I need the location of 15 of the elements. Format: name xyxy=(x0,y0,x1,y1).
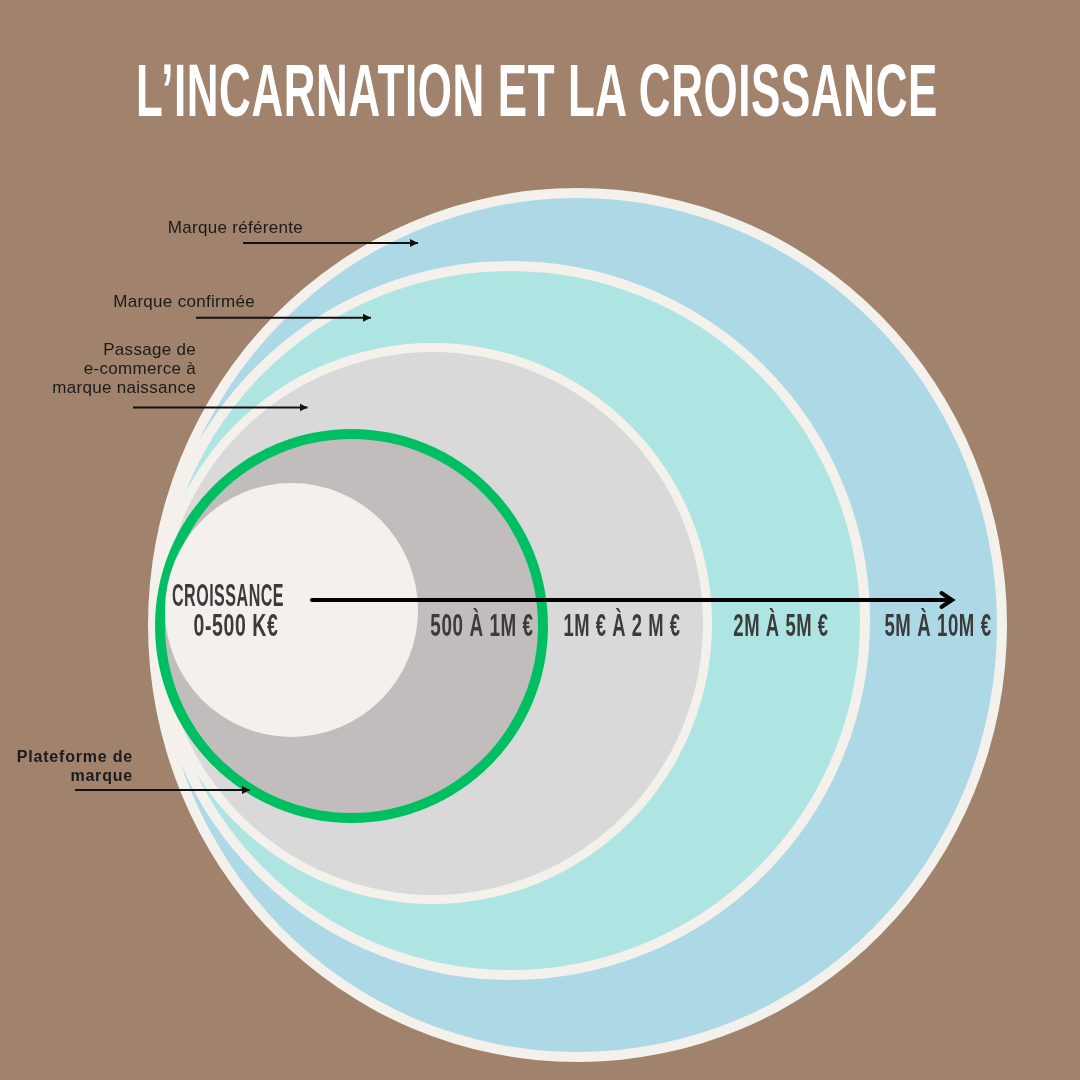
page-title: L’INCARNATION ET LA CROISSANCE xyxy=(136,52,938,127)
stage-label: Marque confirmée xyxy=(113,291,255,318)
leader-arrow xyxy=(132,403,309,412)
stage-label: Passage de e-commerce à marque naissance xyxy=(41,340,196,408)
range-label: 5M À 10M € xyxy=(884,608,992,641)
leader-arrow xyxy=(195,313,372,322)
range-label: 1M € À 2 M € xyxy=(563,608,680,641)
leader-arrow xyxy=(74,786,251,794)
range-label: 0-500 K€ xyxy=(193,609,279,641)
range-label: 2M À 5M € xyxy=(733,608,829,641)
range-label: 500 À 1M € xyxy=(429,608,534,641)
axis-label: CROISSANCE xyxy=(171,578,284,611)
leader-arrow xyxy=(242,239,419,247)
stage-label: Marque référente xyxy=(167,217,303,243)
stage-label: Plateforme de marque xyxy=(3,748,133,790)
